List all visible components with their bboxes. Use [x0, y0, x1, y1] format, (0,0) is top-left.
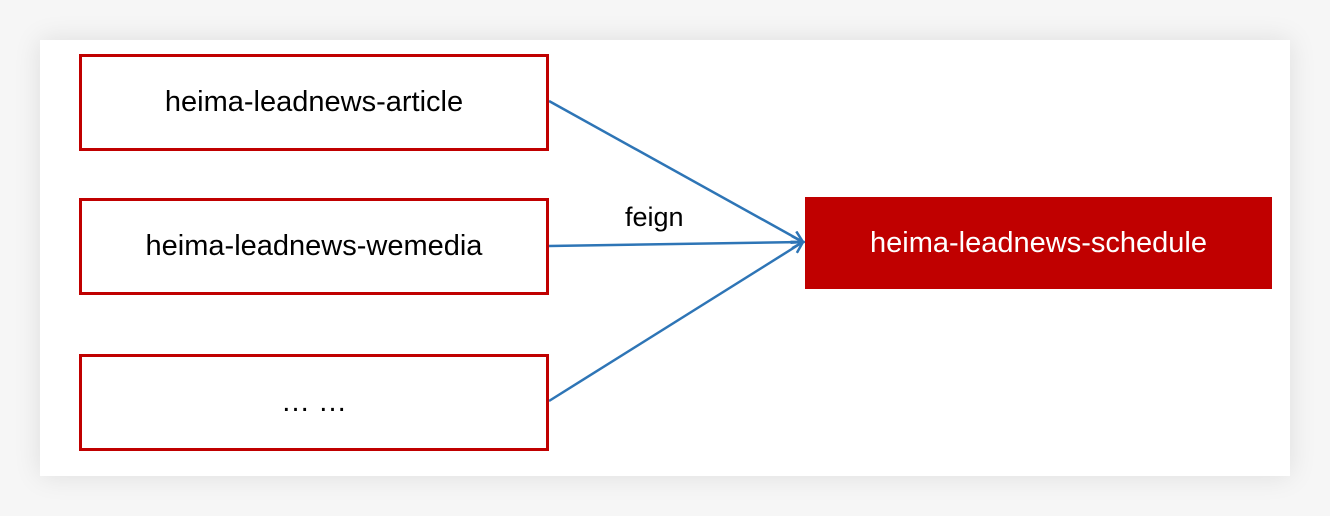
- node-schedule-label: heima-leadnews-schedule: [870, 226, 1207, 259]
- node-more-label: … …: [280, 386, 348, 418]
- node-more: … …: [79, 354, 549, 451]
- node-schedule: heima-leadnews-schedule: [805, 197, 1272, 289]
- node-article: heima-leadnews-article: [79, 54, 549, 151]
- edge-label-feign: feign: [625, 202, 684, 232]
- node-article-label: heima-leadnews-article: [164, 86, 464, 118]
- node-wemedia-label: heima-leadnews-wemedia: [145, 230, 483, 262]
- node-wemedia: heima-leadnews-wemedia: [79, 198, 549, 295]
